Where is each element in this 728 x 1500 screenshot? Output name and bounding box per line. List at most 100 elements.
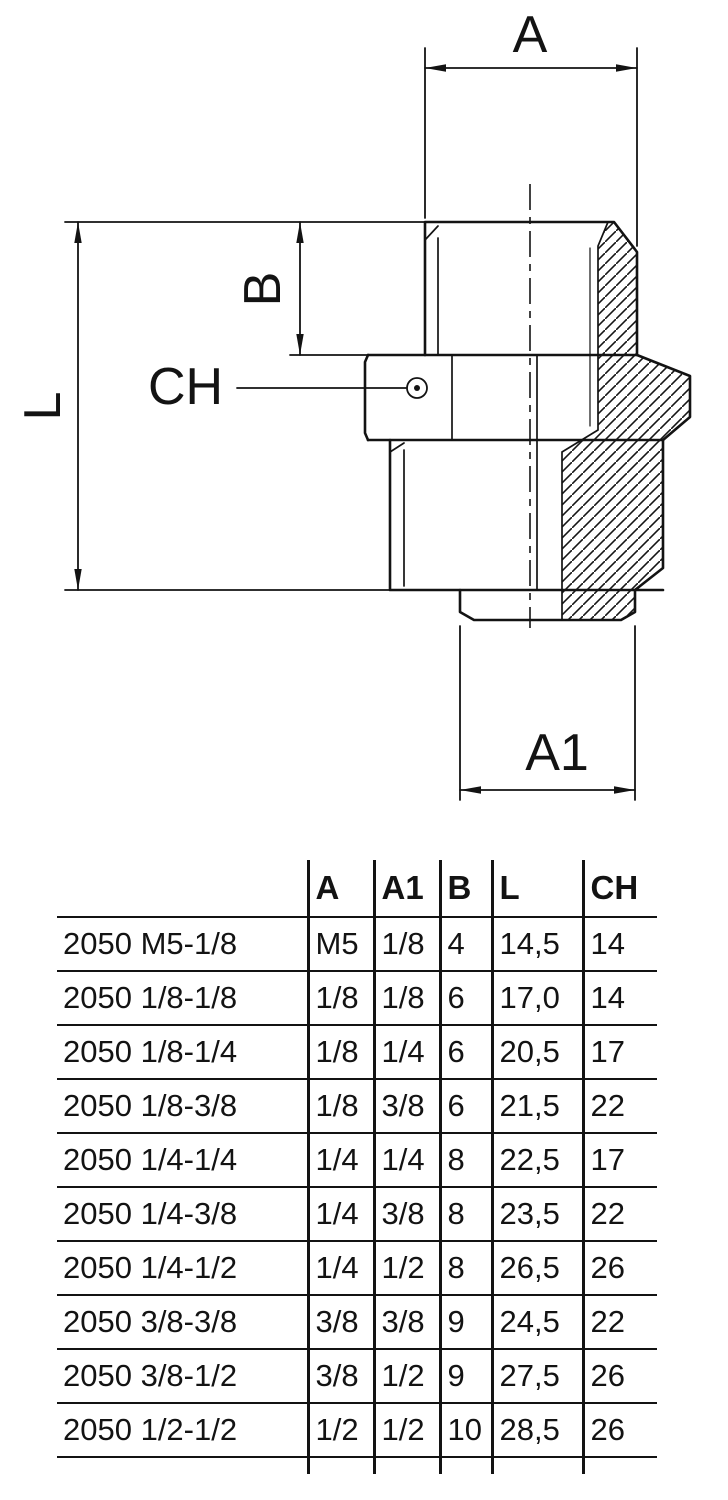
table-row: 2050 1/8-1/8 1/8 1/8 6 17,0 14 xyxy=(57,971,657,1026)
dimensions xyxy=(64,47,638,801)
value-l: 28,5 xyxy=(490,1403,583,1458)
value-ch: 26 xyxy=(581,1349,657,1404)
value-a: 1/4 xyxy=(306,1241,374,1296)
value-ch: 22 xyxy=(581,1187,657,1242)
upper-chamfer-line xyxy=(424,225,439,356)
table-row: 2050 M5-1/8 M5 1/8 4 14,5 14 xyxy=(57,917,657,972)
value-a: 1/8 xyxy=(306,971,374,1026)
header-a1: A1 xyxy=(372,860,440,918)
table-row: 2050 3/8-3/8 3/8 3/8 9 24,5 22 xyxy=(57,1295,657,1350)
part-number: 2050 1/2-1/2 xyxy=(57,1403,308,1458)
value-a1: 1/2 xyxy=(372,1241,440,1296)
technical-drawing: A B L CH A1 xyxy=(14,6,692,801)
hex-center-dot xyxy=(414,385,420,391)
value-b: 8 xyxy=(438,1187,492,1242)
table-row: 2050 1/4-1/4 1/4 1/4 8 22,5 17 xyxy=(57,1133,657,1188)
part-outline xyxy=(363,220,692,622)
dim-label-l: L xyxy=(14,392,72,421)
table-row: 2050 1/2-1/2 1/2 1/2 10 28,5 26 xyxy=(57,1403,657,1458)
dimension-b xyxy=(289,221,369,356)
part-number: 2050 3/8-3/8 xyxy=(57,1295,308,1350)
header-ch: CH xyxy=(581,860,657,918)
value-b: 6 xyxy=(438,971,492,1026)
value-a1: 1/2 xyxy=(372,1349,440,1404)
dim-label-a: A xyxy=(513,6,548,64)
value-b: 10 xyxy=(438,1403,492,1458)
part-inner-lines xyxy=(389,221,609,621)
value-b: 4 xyxy=(438,917,492,972)
section-hatching xyxy=(562,222,690,620)
value-l: 22,5 xyxy=(490,1133,583,1188)
value-b: 9 xyxy=(438,1349,492,1404)
value-ch: 22 xyxy=(581,1079,657,1134)
part-number: 2050 1/4-3/8 xyxy=(57,1187,308,1242)
part-number: 2050 3/8-1/2 xyxy=(57,1349,308,1404)
value-b: 9 xyxy=(438,1295,492,1350)
value-a: 1/4 xyxy=(306,1133,374,1188)
dimension-table: A A1 B L CH 2050 M5-1/8 M5 1/8 4 14,5 14 xyxy=(57,860,657,1474)
header-name xyxy=(57,860,308,918)
value-a: 1/2 xyxy=(306,1403,374,1458)
value-l: 26,5 xyxy=(490,1241,583,1296)
value-a1: 1/8 xyxy=(372,971,440,1026)
bore-lines xyxy=(561,221,609,621)
part-number: 2050 M5-1/8 xyxy=(57,917,308,972)
table-border-overshoot xyxy=(57,1457,657,1474)
header-a: A xyxy=(306,860,374,918)
value-a1: 1/4 xyxy=(372,1025,440,1080)
hex-center-mark xyxy=(406,377,428,399)
value-ch: 17 xyxy=(581,1133,657,1188)
table-row: 2050 1/8-1/4 1/8 1/4 6 20,5 17 xyxy=(57,1025,657,1080)
value-l: 14,5 xyxy=(490,917,583,972)
value-a1: 1/4 xyxy=(372,1133,440,1188)
part-number: 2050 1/4-1/4 xyxy=(57,1133,308,1188)
hex-outline-left xyxy=(363,353,370,442)
dimension-a xyxy=(424,47,638,247)
upper-body-outline xyxy=(423,220,639,357)
part-number: 2050 1/8-3/8 xyxy=(57,1079,308,1134)
header-l: L xyxy=(490,860,583,918)
part-number: 2050 1/8-1/4 xyxy=(57,1025,308,1080)
dim-label-b: B xyxy=(234,272,292,307)
part-number: 2050 1/4-1/2 xyxy=(57,1241,308,1296)
part-number: 2050 1/8-1/8 xyxy=(57,971,308,1026)
value-b: 6 xyxy=(438,1025,492,1080)
value-a: 3/8 xyxy=(306,1349,374,1404)
value-a1: 3/8 xyxy=(372,1187,440,1242)
value-a: M5 xyxy=(306,917,374,972)
value-a1: 1/8 xyxy=(372,917,440,972)
table-row: 2050 1/4-3/8 1/4 3/8 8 23,5 22 xyxy=(57,1187,657,1242)
hex-outline-top xyxy=(366,353,692,442)
stem-outline xyxy=(458,588,637,622)
lower-thread-root-line xyxy=(389,442,405,587)
value-a: 3/8 xyxy=(306,1295,374,1350)
dim-label-a1: A1 xyxy=(525,724,589,782)
dim-label-ch: CH xyxy=(148,358,223,416)
value-ch: 26 xyxy=(581,1403,657,1458)
value-l: 23,5 xyxy=(490,1187,583,1242)
value-b: 8 xyxy=(438,1241,492,1296)
value-ch: 22 xyxy=(581,1295,657,1350)
header-b: B xyxy=(438,860,492,918)
table-row: 2050 1/4-1/2 1/4 1/2 8 26,5 26 xyxy=(57,1241,657,1296)
value-a: 1/8 xyxy=(306,1079,374,1134)
value-b: 6 xyxy=(438,1079,492,1134)
value-b: 8 xyxy=(438,1133,492,1188)
value-a1: 1/2 xyxy=(372,1403,440,1458)
value-a: 1/4 xyxy=(306,1187,374,1242)
value-l: 24,5 xyxy=(490,1295,583,1350)
value-ch: 14 xyxy=(581,917,657,972)
value-l: 27,5 xyxy=(490,1349,583,1404)
value-ch: 17 xyxy=(581,1025,657,1080)
value-l: 21,5 xyxy=(490,1079,583,1134)
value-a1: 3/8 xyxy=(372,1079,440,1134)
table-row: 2050 3/8-1/2 3/8 1/2 9 27,5 26 xyxy=(57,1349,657,1404)
dimension-l xyxy=(64,221,426,591)
value-l: 20,5 xyxy=(490,1025,583,1080)
value-ch: 14 xyxy=(581,971,657,1026)
table-header-row: A A1 B L CH xyxy=(57,860,657,918)
value-a: 1/8 xyxy=(306,1025,374,1080)
value-a1: 3/8 xyxy=(372,1295,440,1350)
table-row: 2050 1/8-3/8 1/8 3/8 6 21,5 22 xyxy=(57,1079,657,1134)
